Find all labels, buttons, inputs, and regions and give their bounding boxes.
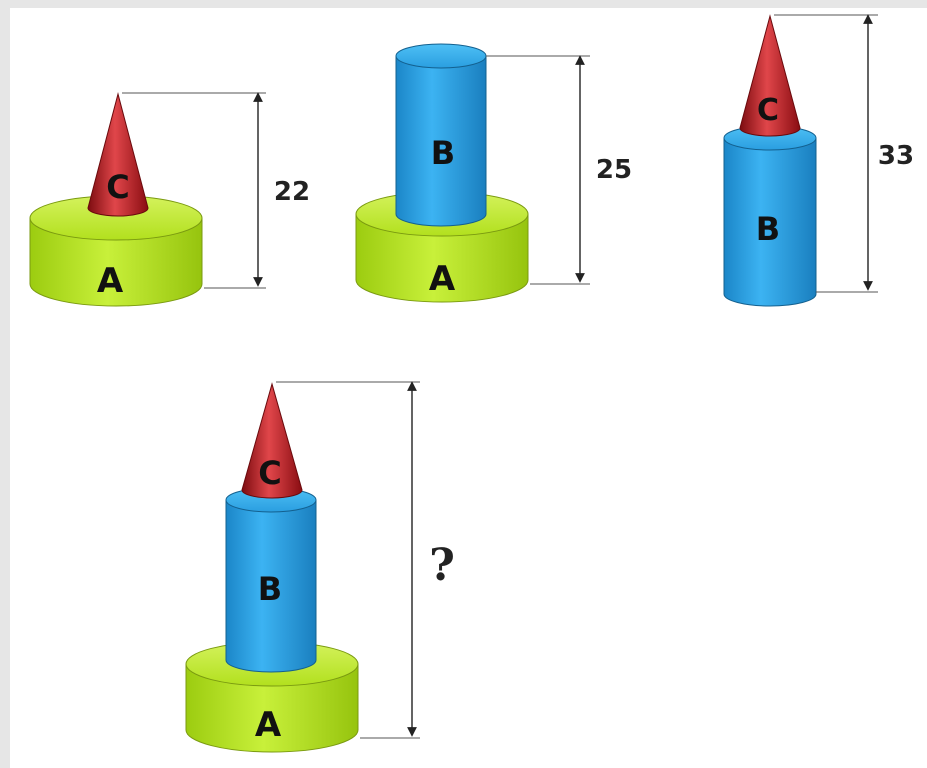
cylinder-b-shape xyxy=(395,43,487,227)
cone-c-shape xyxy=(739,14,801,137)
label-a: A xyxy=(97,261,124,301)
disc-a-shape xyxy=(29,195,203,307)
label-c: C xyxy=(258,454,281,492)
label-c: C xyxy=(106,168,129,206)
height-label: 22 xyxy=(274,177,310,207)
height-question-mark: ? xyxy=(429,540,455,591)
label-c: C xyxy=(757,93,779,128)
dimension-line xyxy=(774,14,878,293)
height-label: 33 xyxy=(878,141,914,171)
label-a: A xyxy=(255,705,282,745)
label-b: B xyxy=(258,570,282,608)
label-a: A xyxy=(429,259,456,299)
label-b: B xyxy=(756,210,780,248)
dimension-line xyxy=(276,381,420,739)
dimension-line xyxy=(486,55,590,285)
label-b: B xyxy=(431,134,455,172)
figure-3: C B 33 xyxy=(723,14,914,307)
height-label: 25 xyxy=(596,155,632,185)
cone-c-shape xyxy=(87,92,149,217)
figure-2: B A 25 xyxy=(355,43,632,303)
cone-c-shape xyxy=(241,382,303,499)
dimension-line xyxy=(122,92,266,289)
figure-1: C A 22 xyxy=(29,92,310,307)
figure-4: C B A ? xyxy=(185,381,455,753)
